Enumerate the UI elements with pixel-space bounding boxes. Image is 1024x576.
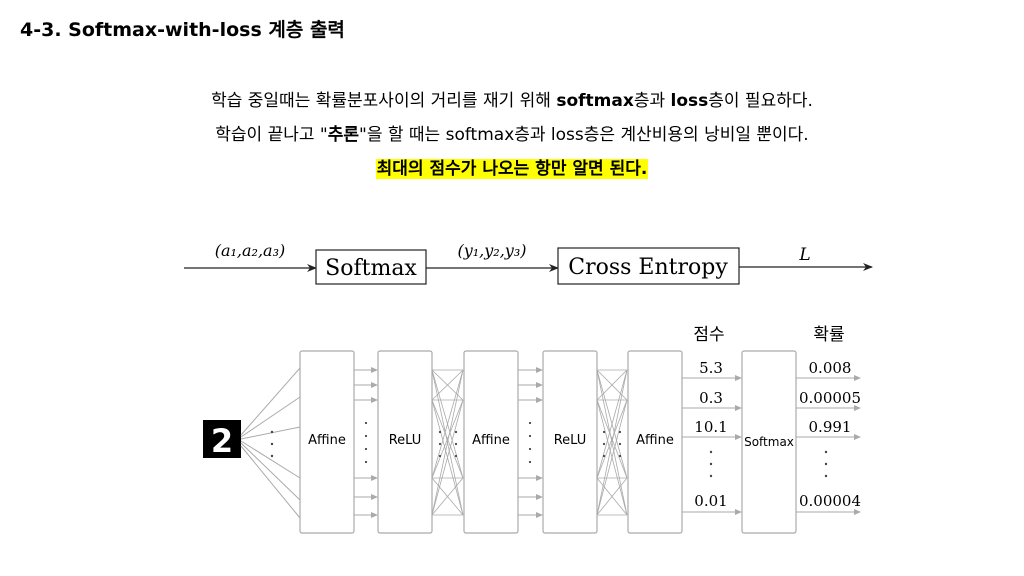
relu-layer-2: [542, 350, 598, 534]
input-digit-image: [203, 420, 241, 458]
layer-label-relu-2: ReLU: [554, 433, 587, 448]
softmax-box-label: Softmax: [325, 256, 417, 281]
connections-affine2-relu2: [518, 367, 543, 518]
cross-entropy-box-label: Cross Entropy: [568, 255, 728, 280]
ellipsis-affine1-relu1: [364, 421, 368, 464]
explanation-paragraph: 학습 중일때는 확률분포사이의 거리를 재기 위해 softmax층과 loss…: [0, 84, 1024, 186]
prob-value-1: 0.008: [809, 359, 852, 377]
network-diagram: 2 Affine ReLU Affine ReLU Affine: [203, 325, 861, 534]
layer-label-affine-2: Affine: [472, 433, 510, 448]
prob-value-3: 0.991: [809, 418, 852, 436]
layer-label-affine-1: Affine: [308, 433, 346, 448]
flow-mid-label: (y₁,y₂,y₃): [457, 241, 526, 260]
softmax-layer: [741, 350, 797, 534]
prob-value-4: 0.00004: [799, 492, 861, 510]
score-value-4: 0.01: [694, 492, 727, 510]
score-value-2: 0.3: [699, 389, 723, 407]
affine-layer-3: [627, 350, 683, 534]
ellipsis-relu2-affine3: [602, 430, 622, 458]
affine-layer-2: [463, 350, 519, 534]
layer-label-softmax: Softmax: [744, 435, 794, 449]
layer-label-affine-3: Affine: [636, 433, 674, 448]
score-value-1: 5.3: [699, 359, 723, 377]
scores-ellipsis: [709, 450, 713, 478]
ellipsis-relu1-affine2: [438, 430, 458, 458]
flow-diagram: (a₁,a₂,a₃) Softmax (y₁,y₂,y₃) Cross Entr…: [184, 241, 873, 285]
layer-label-relu-1: ReLU: [389, 433, 422, 448]
ellipsis-affine2-relu2: [528, 421, 532, 464]
highlighted-text: 최대의 점수가 나오는 항만 알면 된다.: [375, 159, 649, 179]
connections-softmax-output: [796, 375, 861, 515]
probs-header: 확률: [813, 325, 844, 345]
affine-layer-1: [299, 350, 355, 534]
page-title: 4-3. Softmax-with-loss 계층 출력: [20, 19, 345, 41]
relu-layer-1: [377, 350, 433, 534]
input-digit: 2: [211, 422, 233, 460]
probs-ellipsis: [824, 450, 828, 478]
connections-affine1-relu1: [354, 367, 378, 518]
score-value-3: 10.1: [694, 418, 727, 436]
scores-header: 점수: [693, 325, 724, 345]
flow-output-label: L: [798, 245, 810, 265]
connections-relu1-affine2: [431, 369, 464, 516]
prob-value-2: 0.00005: [799, 389, 861, 407]
connections-relu2-affine3: [596, 369, 628, 516]
cross-entropy-box: [557, 247, 740, 285]
input-ellipsis: [270, 430, 274, 458]
paragraph-line-3: 최대의 점수가 나오는 항만 알면 된다.: [0, 152, 1024, 186]
softmax-box: [315, 249, 427, 285]
connections-affine3-softmax: [682, 375, 742, 515]
input-connections: [240, 367, 301, 519]
paragraph-line-1: 학습 중일때는 확률분포사이의 거리를 재기 위해 softmax층과 loss…: [211, 91, 813, 111]
paragraph-line-2: 학습이 끝나고 "추론"을 할 때는 softmax층과 loss층은 계산비용…: [215, 125, 809, 145]
flow-input-label: (a₁,a₂,a₃): [215, 241, 286, 260]
